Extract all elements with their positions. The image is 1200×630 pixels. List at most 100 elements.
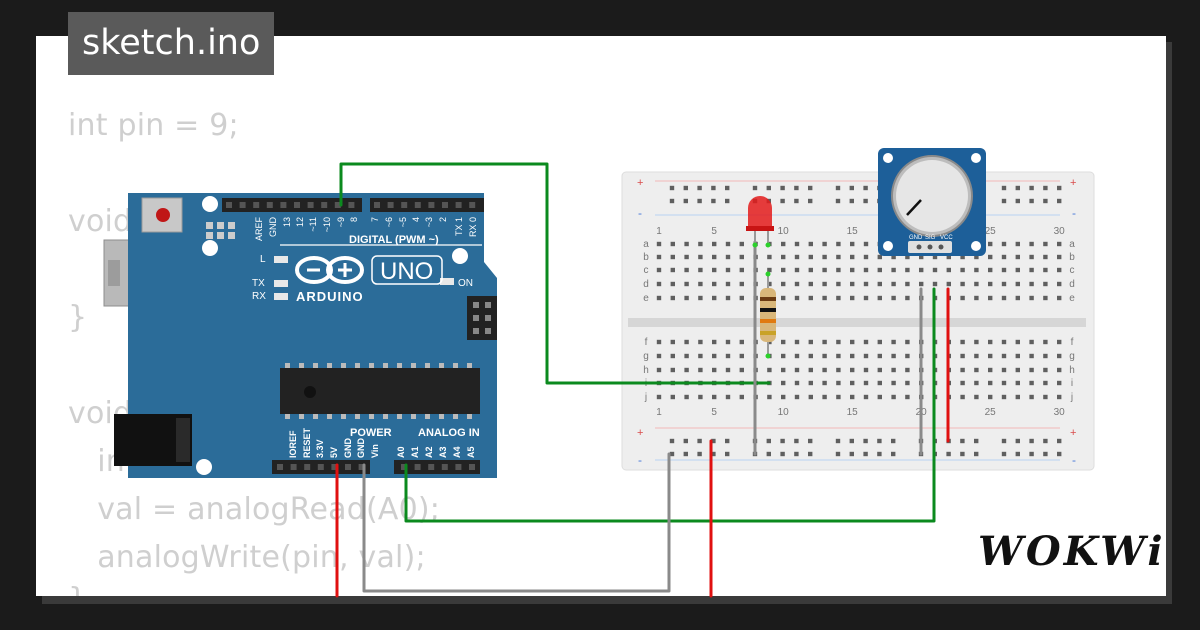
breadboard-hole[interactable]: [739, 367, 744, 373]
rail-hole[interactable]: [752, 185, 758, 191]
rail-hole[interactable]: [849, 451, 854, 457]
rail-hole[interactable]: [711, 198, 716, 204]
breadboard-hole[interactable]: [1029, 281, 1034, 287]
rail-hole[interactable]: [1015, 185, 1020, 191]
breadboard-hole[interactable]: [1015, 380, 1020, 386]
breadboard-hole[interactable]: [850, 353, 855, 359]
breadboard-hole[interactable]: [781, 267, 786, 273]
breadboard-hole[interactable]: [781, 394, 786, 400]
breadboard-hole[interactable]: [1015, 339, 1020, 345]
breadboard-hole[interactable]: [1015, 281, 1020, 287]
breadboard-hole[interactable]: [656, 339, 662, 345]
breadboard-hole[interactable]: [863, 295, 869, 301]
breadboard-hole[interactable]: [960, 367, 965, 373]
breadboard-hole[interactable]: [960, 295, 965, 301]
rail-hole[interactable]: [683, 451, 688, 457]
rail-hole[interactable]: [1043, 451, 1048, 457]
breadboard-hole[interactable]: [670, 295, 675, 301]
breadboard-hole[interactable]: [739, 281, 744, 287]
breadboard-hole[interactable]: [877, 380, 882, 386]
breadboard-hole[interactable]: [1043, 353, 1048, 359]
breadboard-hole[interactable]: [822, 295, 827, 301]
breadboard-hole[interactable]: [1029, 295, 1034, 301]
breadboard-hole[interactable]: [808, 394, 813, 400]
breadboard-hole[interactable]: [670, 367, 675, 373]
rail-hole[interactable]: [1001, 198, 1007, 204]
breadboard-hole[interactable]: [725, 267, 731, 273]
breadboard-hole[interactable]: [712, 295, 717, 301]
breadboard-hole[interactable]: [863, 281, 869, 287]
breadboard-hole[interactable]: [891, 353, 896, 359]
breadboard-hole[interactable]: [739, 295, 744, 301]
breadboard-hole[interactable]: [974, 394, 979, 400]
header-pin[interactable]: [358, 464, 365, 470]
rail-hole[interactable]: [669, 185, 675, 191]
rail-hole[interactable]: [1029, 451, 1034, 457]
rail-hole[interactable]: [1029, 185, 1034, 191]
breadboard-hole[interactable]: [656, 367, 662, 373]
breadboard-hole[interactable]: [1057, 241, 1062, 247]
breadboard-hole[interactable]: [767, 367, 772, 373]
rail-hole[interactable]: [891, 438, 896, 444]
rail-hole[interactable]: [780, 438, 785, 444]
breadboard-hole[interactable]: [794, 394, 800, 400]
breadboard-hole[interactable]: [946, 254, 951, 260]
rail-hole[interactable]: [1057, 438, 1062, 444]
rail-hole[interactable]: [960, 451, 965, 457]
header-pin[interactable]: [414, 202, 421, 208]
breadboard-hole[interactable]: [877, 367, 882, 373]
breadboard-hole[interactable]: [863, 394, 869, 400]
breadboard-hole[interactable]: [877, 353, 882, 359]
rail-hole[interactable]: [974, 438, 979, 444]
breadboard-hole[interactable]: [1001, 394, 1007, 400]
breadboard-hole[interactable]: [712, 339, 717, 345]
header-pin[interactable]: [317, 464, 324, 470]
breadboard-hole[interactable]: [781, 380, 786, 386]
rail-hole[interactable]: [1001, 185, 1007, 191]
header-pin[interactable]: [469, 202, 476, 208]
breadboard-hole[interactable]: [725, 367, 731, 373]
breadboard-hole[interactable]: [1015, 241, 1020, 247]
breadboard-hole[interactable]: [1029, 394, 1034, 400]
breadboard-hole[interactable]: [725, 281, 731, 287]
breadboard-hole[interactable]: [836, 367, 841, 373]
header-pin[interactable]: [414, 464, 421, 470]
breadboard-hole[interactable]: [1043, 241, 1048, 247]
breadboard-hole[interactable]: [1043, 380, 1048, 386]
breadboard-hole[interactable]: [1043, 339, 1048, 345]
breadboard-hole[interactable]: [739, 241, 744, 247]
breadboard-hole[interactable]: [822, 367, 827, 373]
breadboard-hole[interactable]: [863, 367, 869, 373]
rail-hole[interactable]: [808, 451, 813, 457]
breadboard-hole[interactable]: [781, 367, 786, 373]
header-pin[interactable]: [334, 202, 341, 208]
breadboard-hole[interactable]: [739, 394, 744, 400]
breadboard-hole[interactable]: [794, 241, 800, 247]
header-pin[interactable]: [428, 464, 435, 470]
breadboard-hole[interactable]: [850, 367, 855, 373]
breadboard-hole[interactable]: [891, 367, 896, 373]
breadboard-hole[interactable]: [863, 254, 869, 260]
breadboard-hole[interactable]: [822, 353, 827, 359]
breadboard-hole[interactable]: [988, 241, 993, 247]
rail-hole[interactable]: [794, 451, 799, 457]
breadboard-hole[interactable]: [712, 267, 717, 273]
breadboard[interactable]: + - + - + - + - 115510101515202025253030…: [621, 171, 1095, 471]
breadboard-hole[interactable]: [988, 367, 993, 373]
rail-hole[interactable]: [808, 198, 813, 204]
breadboard-hole[interactable]: [670, 394, 675, 400]
breadboard-hole[interactable]: [960, 254, 965, 260]
breadboard-hole[interactable]: [656, 281, 662, 287]
breadboard-hole[interactable]: [670, 241, 675, 247]
breadboard-hole[interactable]: [684, 353, 689, 359]
rail-hole[interactable]: [794, 198, 799, 204]
breadboard-hole[interactable]: [794, 281, 800, 287]
rail-hole[interactable]: [683, 198, 688, 204]
breadboard-hole[interactable]: [1029, 380, 1034, 386]
breadboard-hole[interactable]: [1015, 267, 1020, 273]
breadboard-hole[interactable]: [877, 295, 882, 301]
breadboard-hole[interactable]: [1043, 367, 1048, 373]
breadboard-hole[interactable]: [1001, 367, 1007, 373]
breadboard-hole[interactable]: [684, 254, 689, 260]
